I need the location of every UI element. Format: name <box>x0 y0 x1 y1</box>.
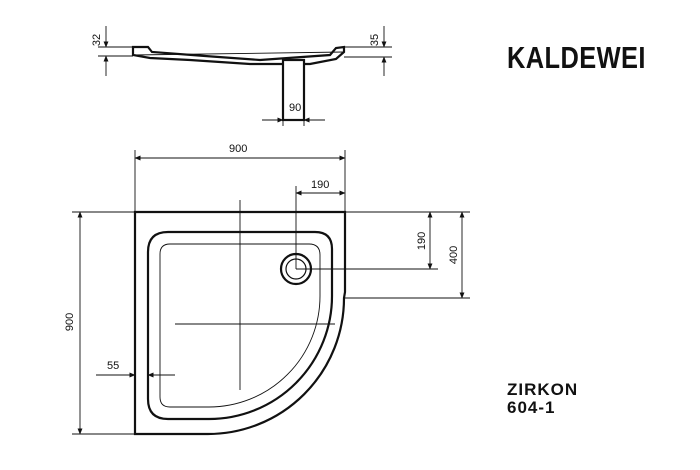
rim-thickness-right-label: 35 <box>369 34 381 46</box>
side-view: 90 32 35 <box>91 26 392 126</box>
brand-logo: KALDEWEI <box>507 40 646 75</box>
drain-diameter-label: 90 <box>289 102 301 114</box>
product-name: ZIRKON <box>507 380 579 399</box>
drain-offset-x-label: 190 <box>311 179 329 191</box>
rim-width-label: 55 <box>107 360 119 372</box>
basin-inner-edge <box>159 243 321 408</box>
width-label: 900 <box>229 143 247 155</box>
basin-outer-edge <box>146 230 334 421</box>
plan-view: 900 190 190 400 900 55 <box>64 143 470 436</box>
rim-thickness-left-label: 32 <box>91 34 103 46</box>
depth-side-label: 400 <box>448 246 460 264</box>
drain-offset-y-label: 190 <box>416 232 428 250</box>
product-number: 604-1 <box>507 398 556 417</box>
length-label: 900 <box>64 313 76 331</box>
tray-base-line <box>132 51 345 56</box>
tray-profile <box>131 45 346 66</box>
tray-outline <box>133 210 347 436</box>
